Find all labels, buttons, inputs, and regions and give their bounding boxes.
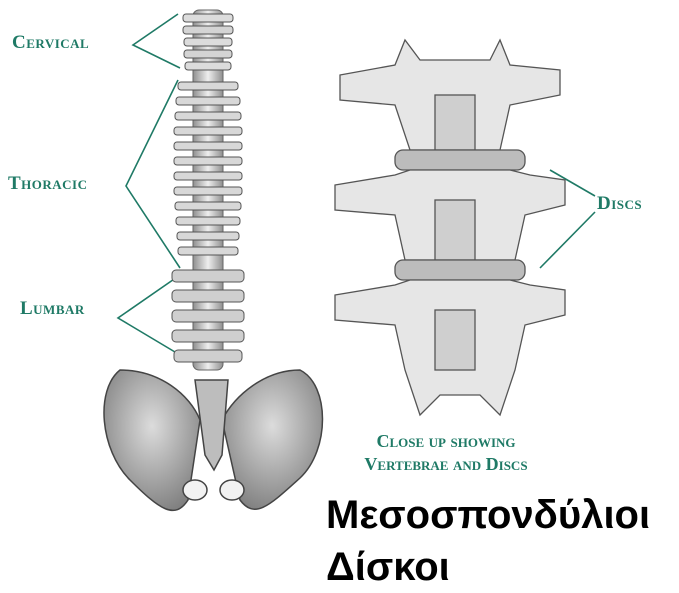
lumbar-leader — [118, 275, 180, 355]
caption-line-1: Close up showing — [330, 430, 562, 453]
thoracic-leader — [126, 80, 180, 268]
closeup-caption: Close up showing Vertebrae and Discs — [330, 430, 562, 476]
discs-label: Discs — [597, 193, 642, 215]
title-line-2: Δίσκοι — [326, 541, 650, 593]
cervical-label: Cervical — [12, 32, 89, 54]
title-line-1: Μεσοσπονδύλιοι — [326, 489, 650, 541]
spinal-column — [172, 10, 244, 370]
caption-line-2: Vertebrae and Discs — [330, 453, 562, 476]
vertebrae-closeup — [335, 40, 565, 415]
thoracic-label: Thoracic — [8, 173, 88, 195]
discs-leader-lower — [540, 212, 595, 268]
page-title: Μεσοσπονδύλιοι Δίσκοι — [326, 489, 650, 593]
lumbar-label: Lumbar — [20, 298, 85, 320]
pelvis — [104, 370, 323, 510]
cervical-leader — [133, 14, 180, 68]
